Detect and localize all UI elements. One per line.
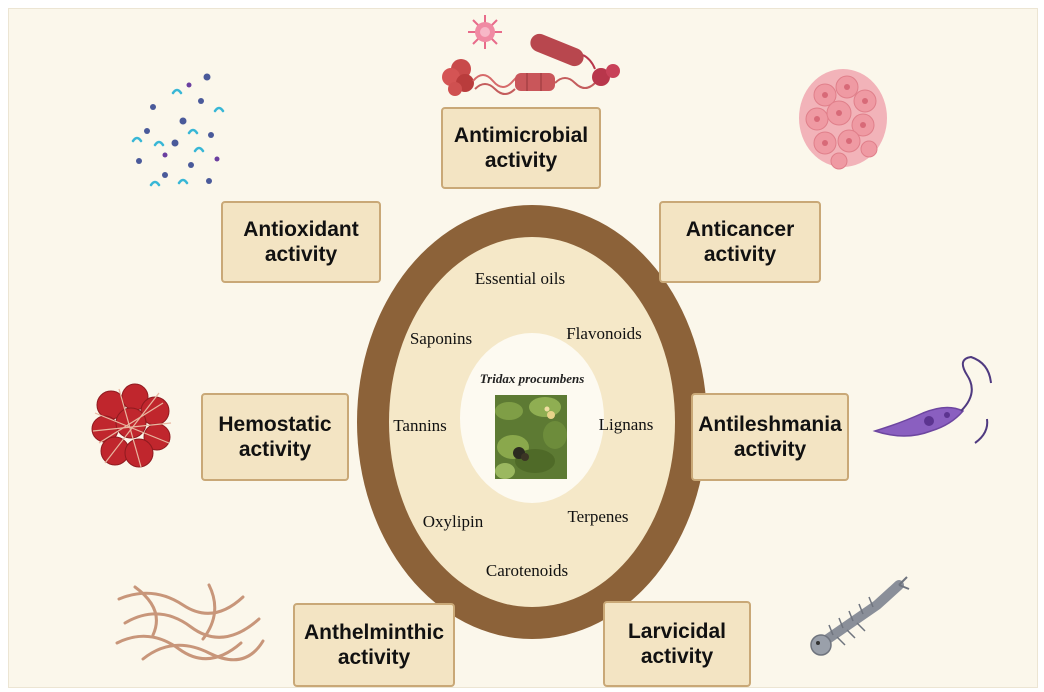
activity-title: Antioxidant <box>243 217 359 242</box>
activity-suffix: activity <box>734 437 806 462</box>
antimicrobial-activity-box: Antimicrobial activity <box>441 107 601 189</box>
activity-suffix: activity <box>485 148 557 173</box>
plant-photo <box>495 395 567 479</box>
hemostatic-activity-box: Hemostatic activity <box>201 393 349 481</box>
worms-illustration <box>113 579 267 665</box>
activity-title: Hemostatic <box>218 412 331 437</box>
component-tannins: Tannins <box>393 416 447 436</box>
activity-suffix: activity <box>265 242 337 267</box>
component-essential-oils: Essential oils <box>475 269 565 289</box>
antileshmania-activity-box: Antileshmania activity <box>691 393 849 481</box>
microbes-illustration <box>433 11 633 103</box>
molecules-illustration <box>125 71 229 195</box>
activity-suffix: activity <box>641 644 713 669</box>
activity-title: Antileshmania <box>698 412 842 437</box>
blood-clot-illustration <box>89 383 175 473</box>
anticancer-activity-box: Anticancer activity <box>659 201 821 283</box>
activity-suffix: activity <box>338 645 410 670</box>
mosquito-larva-illustration <box>807 575 911 661</box>
leishmania-parasite-illustration <box>871 353 995 449</box>
activity-title: Anticancer <box>686 217 795 242</box>
component-carotenoids: Carotenoids <box>486 561 568 581</box>
plant-name: Tridax procumbens <box>480 371 585 387</box>
component-terpenes: Terpenes <box>567 507 628 527</box>
activity-title: Larvicidal <box>628 619 726 644</box>
activity-title: Antimicrobial <box>454 123 588 148</box>
component-flavonoids: Flavonoids <box>566 324 642 344</box>
diagram-canvas: Tridax procumbens Essential oils Saponin… <box>8 8 1038 688</box>
activity-suffix: activity <box>704 242 776 267</box>
component-lignans: Lignans <box>599 415 654 435</box>
activity-title: Anthelminthic <box>304 620 444 645</box>
cancer-cell-cluster-illustration <box>795 65 891 171</box>
component-oxylipin: Oxylipin <box>423 512 483 532</box>
activity-suffix: activity <box>239 437 311 462</box>
antioxidant-activity-box: Antioxidant activity <box>221 201 381 283</box>
component-saponins: Saponins <box>410 329 472 349</box>
anthelminthic-activity-box: Anthelminthic activity <box>293 603 455 687</box>
larvicidal-activity-box: Larvicidal activity <box>603 601 751 687</box>
